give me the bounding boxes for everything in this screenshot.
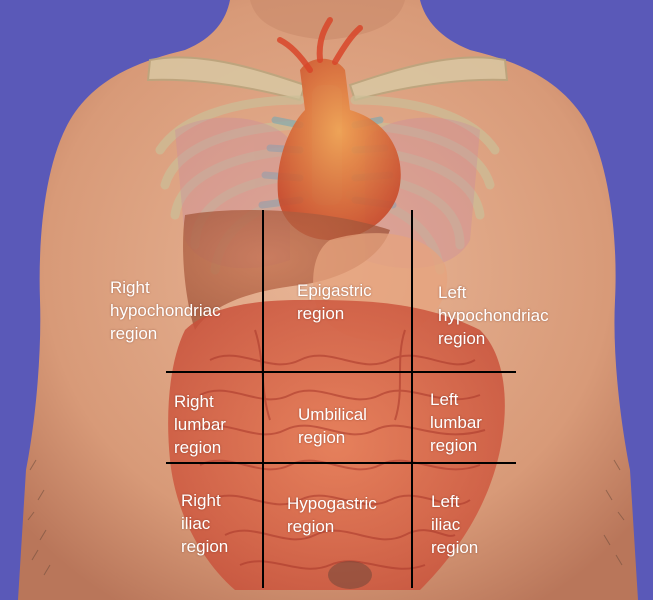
right-iliac-label: Right iliac region	[181, 489, 228, 558]
left-lumbar-label: Left lumbar region	[430, 388, 482, 457]
umbilical-label: Umbilical region	[298, 403, 367, 449]
epigastric-label: Epigastric region	[297, 279, 372, 325]
hypogastric-label: Hypogastric region	[287, 492, 377, 538]
right-lumbar-label: Right lumbar region	[174, 390, 226, 459]
right-hypochondriac-label: Right hypochondriac region	[110, 276, 221, 345]
left-iliac-label: Left iliac region	[431, 490, 478, 559]
left-hypochondriac-label: Left hypochondriac region	[438, 281, 549, 350]
bladder	[328, 561, 372, 589]
